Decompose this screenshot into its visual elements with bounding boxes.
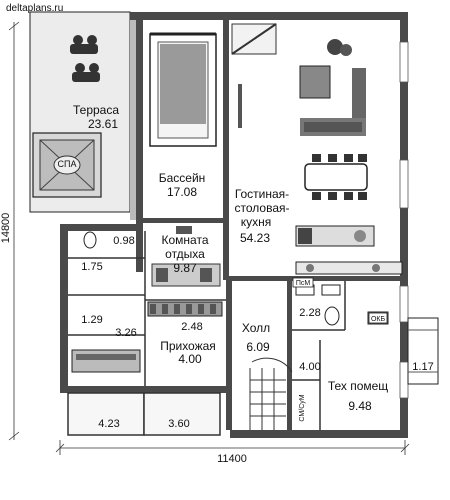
terrace-area-label: 23.61 <box>88 117 118 131</box>
hallway-name: Прихожая <box>160 339 216 353</box>
wc-area-label: 0.98 <box>113 235 134 247</box>
spa-name: СПА <box>58 159 77 169</box>
boiler-tag: ОКБ <box>371 316 386 323</box>
inner-partitions <box>68 231 346 430</box>
living-name-line3: кухня <box>241 215 272 229</box>
dimension-height: 14800 <box>0 213 12 244</box>
lounge-chairs <box>70 35 100 82</box>
toilet-icon <box>83 231 97 249</box>
steam-area-label: 3.26 <box>115 327 136 339</box>
rest-room-furniture <box>151 226 221 287</box>
tech-name: Тех помещ <box>328 379 388 393</box>
front-verandas <box>67 392 221 436</box>
porch-steps <box>407 317 439 385</box>
tech-area-label: 9.48 <box>348 399 372 413</box>
pool-basin <box>149 32 217 147</box>
living-name-line1: Гостиная- <box>235 187 289 201</box>
rest-name-line2: отдыха <box>165 247 205 261</box>
hall-area-label: 6.09 <box>246 340 270 354</box>
closet-shelves <box>147 301 223 317</box>
dimension-width: 11400 <box>217 453 247 465</box>
spa-tub <box>32 132 102 198</box>
room-labels: Терраса 23.61 СПА Бассейн 17.08 Гостиная… <box>58 103 434 430</box>
sauna-area-label: 1.29 <box>81 314 102 326</box>
living-name-line2: столовая- <box>235 201 290 215</box>
living-area-label: 54.23 <box>240 231 270 245</box>
windows <box>399 41 409 399</box>
stairroom-area-label: 4.00 <box>299 361 320 373</box>
living-furniture <box>231 23 403 275</box>
rest-area-label: 9.87 <box>173 261 197 275</box>
terrace-name: Терраса <box>73 103 119 117</box>
sauna-benches <box>71 349 141 373</box>
hallway-area-label: 4.00 <box>178 352 202 366</box>
washer-tag: ПсМ <box>296 280 311 287</box>
pool-wall-strip <box>130 20 136 220</box>
porch-area-label: 1.17 <box>412 361 433 373</box>
outer-walls <box>60 12 408 438</box>
pool-area-label: 17.08 <box>167 185 197 199</box>
veranda-left-area-label: 4.23 <box>98 418 119 430</box>
site-watermark: deltaplans.ru <box>6 3 63 14</box>
closet-area-label: 2.48 <box>181 321 202 333</box>
stairs <box>249 357 293 430</box>
veranda-right-area-label: 3.60 <box>168 418 189 430</box>
rest-name-line1: Комната <box>162 233 209 247</box>
hall-name: Холл <box>242 321 270 335</box>
shower-area-label: 1.75 <box>81 261 102 273</box>
dryer-tag: СМ/СуМ <box>299 394 306 421</box>
dimension-lines <box>8 21 410 455</box>
pool-name: Бассейн <box>159 171 206 185</box>
bath-area-label: 2.28 <box>299 307 320 319</box>
